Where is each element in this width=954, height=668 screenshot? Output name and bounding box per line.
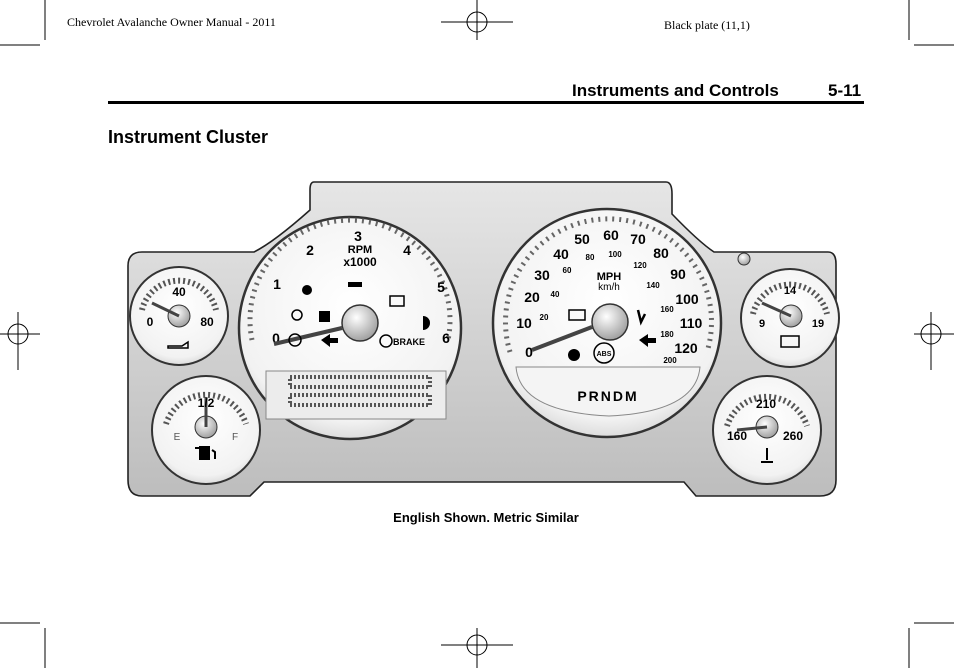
- rpm-multiplier-label: x1000: [343, 255, 377, 269]
- abs-warning-icon: [593, 342, 615, 364]
- traction-icon: [291, 309, 303, 321]
- coolant-temp-gauge: 210 160 260: [712, 375, 822, 485]
- mph-label-70: 70: [630, 231, 646, 247]
- tachometer-scale: 0 1 2 3 4 5 6: [272, 228, 450, 346]
- check-engine-icon: [389, 295, 405, 307]
- coolant-gauge-min-label: 160: [727, 429, 747, 443]
- kmh-label-200: 200: [663, 356, 677, 365]
- mph-label-10: 10: [516, 315, 532, 331]
- kmh-label-20: 20: [540, 313, 549, 322]
- fuel-gauge-full-label: F: [232, 432, 238, 443]
- right-turn-arrow-icon: [639, 334, 656, 347]
- mph-label-0: 0: [525, 344, 533, 360]
- headlamp-icon: [423, 316, 430, 330]
- mph-label-30: 30: [534, 267, 550, 283]
- kmh-label-160: 160: [660, 305, 674, 314]
- mph-label-20: 20: [524, 289, 540, 305]
- tach-label-1: 1: [273, 276, 281, 292]
- coolant-gauge-mid-label: 210: [756, 397, 776, 411]
- registration-mark-left: [0, 312, 40, 370]
- voltmeter-gauge: 14 9 19: [740, 268, 840, 368]
- plate-label: Black plate (11,1): [664, 18, 750, 32]
- seatbelt-icon: [636, 309, 647, 326]
- figure-caption: English Shown. Metric Similar: [393, 510, 579, 525]
- voltmeter-max-label: 19: [812, 318, 824, 330]
- oil-gauge-max-label: 80: [200, 315, 214, 329]
- gear-indicator-panel: [515, 366, 701, 417]
- kmh-label-140: 140: [646, 281, 660, 290]
- oil-gauge-min-label: 0: [147, 315, 154, 329]
- kmh-label-100: 100: [608, 250, 622, 259]
- mph-label-90: 90: [670, 266, 686, 282]
- tach-label-4: 4: [403, 242, 411, 258]
- header-rule: [108, 101, 864, 104]
- fuel-gauge-mid-label: 1/2: [198, 396, 215, 410]
- abs-label: ABS: [597, 351, 612, 358]
- oil-can-icon: [167, 340, 189, 349]
- brake-label: BRAKE: [393, 337, 425, 347]
- message-segment-row-1: [288, 375, 432, 389]
- left-turn-arrow-icon: [321, 334, 338, 347]
- tire-pressure-icon: [288, 333, 302, 347]
- coolant-temp-icon: [761, 448, 773, 463]
- registration-mark-top: [441, 0, 513, 40]
- voltmeter-min-label: 9: [759, 318, 765, 330]
- tach-label-5: 5: [437, 279, 445, 295]
- battery-icon: [780, 335, 800, 348]
- indicator-lamp: [737, 252, 751, 266]
- airbag-icon: [568, 349, 580, 361]
- mph-label-80: 80: [653, 245, 669, 261]
- page-number: 5-11: [828, 81, 862, 100]
- mph-label-60: 60: [603, 227, 619, 243]
- oil-gauge-mid-label: 40: [172, 285, 186, 299]
- tach-label-3: 3: [354, 228, 362, 244]
- fuel-gauge: 1/2 E F: [151, 375, 261, 485]
- fog-lamp-icon: [302, 285, 312, 295]
- instrument-cluster-illustration: 40 0 80 1/2 E F 0 1 2 3 4 5 6 RPM x1000: [127, 181, 840, 497]
- mph-label-100: 100: [675, 291, 699, 307]
- battery-warning-icon: [568, 309, 586, 321]
- gear-indicator-label: PRNDM: [577, 388, 638, 404]
- message-segment-row-2: [288, 393, 432, 407]
- oil-pressure-gauge: 40 0 80: [129, 266, 229, 366]
- kmh-unit-label: km/h: [598, 282, 620, 293]
- tach-label-0: 0: [272, 330, 280, 346]
- registration-mark-bottom: [441, 628, 513, 668]
- kmh-label-60: 60: [563, 266, 572, 275]
- kmh-label-180: 180: [660, 330, 674, 339]
- rpm-label: RPM: [348, 244, 372, 256]
- voltmeter-mid-label: 14: [784, 285, 797, 297]
- tach-label-2: 2: [306, 242, 314, 258]
- kmh-label-80: 80: [586, 253, 595, 262]
- kmh-label-120: 120: [633, 261, 647, 270]
- page-heading: Instrument Cluster: [108, 127, 269, 147]
- mph-label-110: 110: [680, 315, 703, 331]
- kmh-label-40: 40: [551, 290, 560, 299]
- coolant-gauge-max-label: 260: [783, 429, 803, 443]
- brake-warning-icon: [379, 334, 393, 348]
- tach-label-6: 6: [442, 330, 450, 346]
- registration-mark-right: [914, 312, 954, 370]
- mph-unit-label: MPH: [597, 271, 622, 283]
- fuel-gauge-empty-label: E: [174, 432, 181, 443]
- mph-label-120: 120: [674, 340, 698, 356]
- mph-label-50: 50: [574, 231, 590, 247]
- mph-label-40: 40: [553, 246, 569, 262]
- cruise-icon: [348, 282, 362, 287]
- fuel-pump-icon: [195, 446, 216, 460]
- speedometer-mph-scale: 0 10 20 30 40 50 60 70 80 90 100 110 120: [516, 227, 702, 360]
- section-title: Instruments and Controls: [572, 81, 779, 100]
- speedometer-kmh-scale: 20 40 60 80 100 120 140 160 180 200: [540, 250, 678, 365]
- security-icon: [319, 311, 330, 322]
- manual-title: Chevrolet Avalanche Owner Manual - 2011: [67, 15, 276, 29]
